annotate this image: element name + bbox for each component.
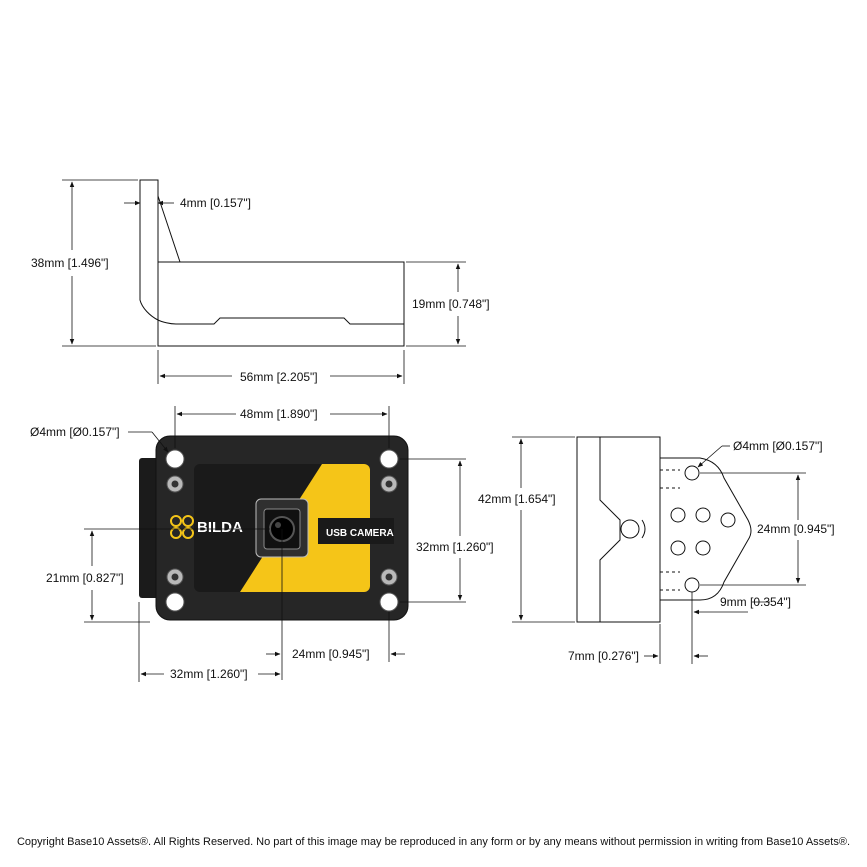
mount-hole-icon: [165, 449, 185, 469]
dim-front-lens-left: 32mm [1.260"]: [170, 667, 248, 681]
front-view-dimensions: [84, 406, 466, 682]
product-label: USB CAMERA: [326, 528, 394, 539]
side-view: [139, 179, 405, 347]
dim-side-thickness: 4mm [0.157"]: [180, 196, 251, 210]
brand-logo-text: BILDA: [197, 519, 243, 536]
bracket-hole-icon: [684, 577, 700, 593]
side-view-inner-line: [157, 262, 404, 325]
end-view-bracket-holes: [670, 465, 736, 593]
dim-end-hole-offset: 9mm [0.354"]: [720, 595, 791, 609]
bracket-hole-icon: [695, 507, 711, 523]
dim-end-hole-spacing: 24mm [0.945"]: [757, 522, 835, 536]
bracket-hole-icon: [670, 507, 686, 523]
side-view-wall-line: [157, 195, 181, 263]
mount-hole-icon: [379, 449, 399, 469]
screw-icon: [385, 480, 393, 488]
end-view-bracket-plate: [659, 457, 752, 601]
dim-side-body-height: 19mm [0.748"]: [412, 297, 490, 311]
bracket-hole-icon: [720, 512, 736, 528]
bracket-hole-icon: [670, 540, 686, 556]
end-view-hidden-lines: [660, 469, 680, 591]
end-view-body: [576, 436, 661, 623]
end-view: [576, 436, 752, 623]
product-label-box: [318, 518, 394, 544]
side-view-dimensions: [62, 179, 466, 384]
dim-end-depth: 7mm [0.276"]: [568, 649, 639, 663]
screw-icon: [385, 573, 393, 581]
screws: [166, 475, 398, 586]
bracket-hole-icon: [695, 540, 711, 556]
copyright-notice: Copyright Base10 Assets®. All Rights Res…: [16, 836, 851, 848]
mount-hole-icon: [165, 592, 185, 612]
bilda-logo-icon: [170, 515, 194, 539]
front-view: USB CAMERA BILDA: [139, 435, 409, 621]
dim-front-hole-diameter: Ø4mm [Ø0.157"]: [30, 425, 120, 439]
dim-front-hole-spacing-v: 32mm [1.260"]: [416, 540, 494, 554]
dim-front-hole-spacing-h: 48mm [1.890"]: [240, 407, 318, 421]
end-view-profile-line: [599, 437, 621, 622]
screw-icon: [171, 573, 179, 581]
end-view-lens-nub: [620, 519, 640, 539]
end-view-dimensions: [512, 436, 806, 664]
dim-side-height: 38mm [1.496"]: [31, 256, 109, 270]
dim-front-lens-offset: 24mm [0.945"]: [292, 647, 370, 661]
side-view-bracket-outline: [139, 179, 405, 347]
dim-end-total-height: 42mm [1.654"]: [478, 492, 556, 506]
lens-glint: [275, 522, 281, 528]
dim-end-hole-diameter: Ø4mm [Ø0.157"]: [733, 439, 823, 453]
mount-hole-icon: [379, 592, 399, 612]
dim-front-lens-height: 21mm [0.827"]: [46, 571, 124, 585]
screw-icon: [171, 480, 179, 488]
dim-side-length: 56mm [2.205"]: [240, 370, 318, 384]
bracket-hole-icon: [684, 465, 700, 481]
end-view-lens-arc: [641, 519, 646, 539]
